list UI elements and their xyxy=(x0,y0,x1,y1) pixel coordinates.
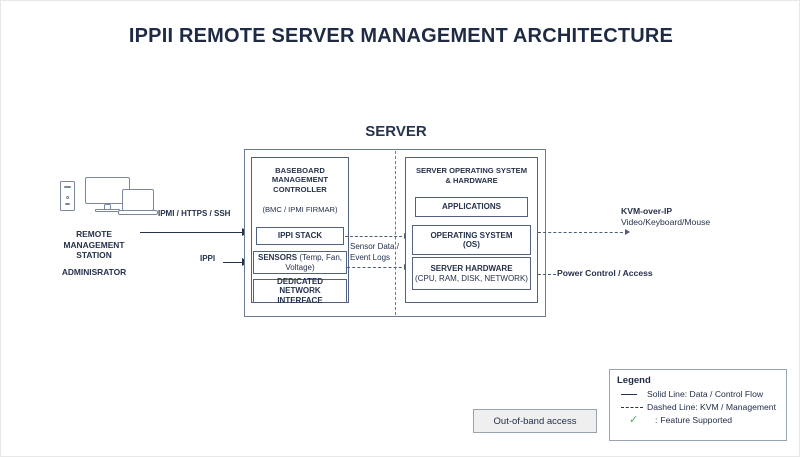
administrator-label: ADMINISRATOR xyxy=(61,266,127,277)
legend-row-dashed: Dashed Line: KVM / Management xyxy=(621,401,779,414)
station-line-3: STATION xyxy=(76,250,112,260)
kvm-title: KVM-over-IP xyxy=(621,206,673,216)
bmc-title-line-2: MANAGEMENT xyxy=(271,175,329,185)
page-title: IPPII REMOTE SERVER MANAGEMENT ARCHITECT… xyxy=(128,25,674,47)
legend-check-label: Feature Supported xyxy=(660,415,733,425)
sensors-light-text: (Temp, Fan, Voltage) xyxy=(285,253,343,272)
server-hardware-label: SERVER HARDWARE (CPU, RAM, DISK, NETWORK… xyxy=(413,258,530,289)
bmc-title: BASEBOARD MANAGEMENT CONTROLLER xyxy=(252,166,348,194)
bmc-subtitle: (BMC / IPMI FIRMAR) xyxy=(262,205,338,214)
check-icon: ✓ xyxy=(629,414,639,426)
station-line-1: REMOTE xyxy=(76,229,112,239)
remote-management-station-label: REMOTE MANAGEMENT STATION ADMINISRATOR xyxy=(19,229,169,277)
sensor-data-label: Sensor Data / Event Logs xyxy=(350,241,399,263)
tower-pc-icon xyxy=(60,181,75,211)
legend-row-check: ✓ : Feature Supported xyxy=(621,414,779,427)
power-control-label: Power Control / Access xyxy=(557,268,653,278)
applications-box: APPLICATIONS xyxy=(415,197,528,217)
legend-title: Legend xyxy=(617,375,651,386)
legend-row-solid: Solid Line: Data / Control Flow xyxy=(621,388,779,401)
legend-box: Legend Solid Line: Data / Control Flow D… xyxy=(609,369,787,441)
sensors-bold-text: SENSORS xyxy=(257,253,298,262)
legend-solid-label: Solid Line: Data / Control Flow xyxy=(647,389,764,399)
operating-system-box: OPERATING SYSTEM (OS) xyxy=(412,225,531,255)
out-of-band-access-box[interactable]: Out-of-band access xyxy=(473,409,597,433)
bmc-title-line-1: BASEBOARD xyxy=(275,166,325,175)
ipmi-https-ssh-label: IPMI / HTTPS / SSH xyxy=(158,209,231,218)
legend-dashed-label: Dashed Line: KVM / Management xyxy=(647,402,776,412)
sensor-data-line-1: Sensor Data / xyxy=(350,242,399,251)
solid-line-swatch xyxy=(621,388,647,401)
os-label-line-2: (OS) xyxy=(463,240,480,249)
legend-check-prefix: : xyxy=(655,415,658,425)
sensors-label: SENSORS (Temp, Fan, Voltage) xyxy=(254,252,346,273)
station-line-2: MANAGEMENT xyxy=(63,239,125,250)
os-group-title-line-1: SERVER OPERATING SYSTEM xyxy=(415,166,528,175)
applications-label: APPLICATIONS xyxy=(442,202,501,212)
os-label-line-1: OPERATING SYSTEM xyxy=(430,230,513,240)
server-os-hardware-title: SERVER OPERATING SYSTEM & HARDWARE xyxy=(406,166,537,185)
dashed-line-swatch xyxy=(621,401,647,414)
ippi-connection-line xyxy=(223,262,244,263)
laptop-icon xyxy=(118,189,158,217)
ippi-stack-label: IPPI STACK xyxy=(277,231,323,241)
server-divider-dashed-line xyxy=(395,151,396,315)
kvm-over-ip-label: KVM-over-IP Video/Keyboard/Mouse xyxy=(621,206,791,227)
operating-system-label: OPERATING SYSTEM (OS) xyxy=(413,226,530,254)
dedicated-network-interface-box: DEDICATED NETWORK INTERFACE xyxy=(253,276,347,305)
server-heading: SERVER xyxy=(365,123,427,140)
ippi-label: IPPI xyxy=(200,254,216,263)
sensor-data-dashed-line-lower xyxy=(347,267,407,268)
ippi-stack-box: IPPI STACK xyxy=(256,227,344,245)
os-group-title-line-2: & HARDWARE xyxy=(445,175,498,185)
kvm-dashed-line xyxy=(538,232,628,233)
kvm-subtitle: Video/Keyboard/Mouse xyxy=(621,217,711,227)
hw-label-line-2: (CPU, RAM, DISK, NETWORK) xyxy=(415,273,528,283)
server-hardware-box: SERVER HARDWARE (CPU, RAM, DISK, NETWORK… xyxy=(412,257,531,290)
sensor-data-dashed-line-upper xyxy=(345,236,407,237)
bmc-title-line-3: CONTROLLER xyxy=(273,184,327,194)
sensors-box: SENSORS (Temp, Fan, Voltage) xyxy=(253,251,347,274)
power-control-dashed-line xyxy=(538,274,556,275)
ipmi-connection-line xyxy=(140,232,244,233)
sensor-data-line-2: Event Logs xyxy=(350,253,391,262)
kvm-arrowhead xyxy=(625,228,630,235)
dedicated-network-interface-label: DEDICATED NETWORK INTERFACE xyxy=(276,276,324,305)
hw-label-line-1: SERVER HARDWARE xyxy=(430,264,513,273)
